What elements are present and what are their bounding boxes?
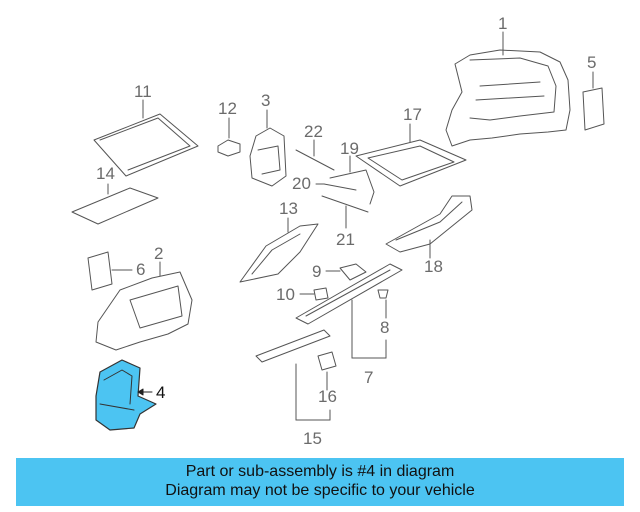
part-19-jack-handle [329,155,375,205]
part-22-tool [295,139,335,171]
part-5-trim-cover [582,71,605,131]
callout-17: 17 [403,105,422,124]
callout-21: 21 [336,230,355,249]
callout-22: 22 [304,122,323,141]
part-6-trim-cover [87,251,133,291]
part-14-floor-mat [71,183,159,225]
info-banner: Part or sub-assembly is #4 in diagram Di… [16,458,624,506]
part-9-cover [325,263,367,281]
callout-6: 6 [136,260,146,279]
part-21-extension [321,195,369,229]
callout-20: 20 [292,174,311,193]
callout-5: 5 [587,53,597,72]
part-17-storage-tray [355,123,467,187]
callout-13: 13 [279,199,298,218]
part-4-highlighted [95,359,157,431]
part-13-trim-panel [239,217,319,283]
callout-11: 11 [134,82,152,101]
callout-18: 18 [424,257,443,276]
banner-line-2: Diagram may not be specific to your vehi… [165,482,475,499]
part-10-clip [299,287,329,301]
callout-12: 12 [218,99,237,118]
part-1-quarter-trim-panel [445,31,571,147]
part-3-bracket [249,109,287,187]
part-2-quarter-trim [95,261,193,351]
callout-8: 8 [380,318,390,337]
part-12-clip [217,117,241,157]
callout-2: 2 [154,244,164,263]
part-20-wrench [315,183,357,191]
callout-3: 3 [261,91,271,110]
callout-1: 1 [498,14,508,33]
callout-10: 10 [276,285,295,304]
callout-4: 4 [156,383,166,402]
banner-line-1: Part or sub-assembly is #4 in diagram [185,463,455,480]
callout-14: 14 [96,164,115,183]
part-16-pad [317,351,337,391]
part-11-cargo-floor-panel [93,99,199,177]
part-7-sill-plate [295,263,403,359]
part-18-jack [385,195,473,259]
callout-9: 9 [312,262,322,281]
callout-15: 15 [303,429,322,448]
callout-16: 16 [318,387,337,406]
part-8-fastener [377,289,389,319]
callout-7: 7 [364,368,374,387]
callout-19: 19 [340,139,359,158]
part-15-scuff-plate [255,329,331,421]
